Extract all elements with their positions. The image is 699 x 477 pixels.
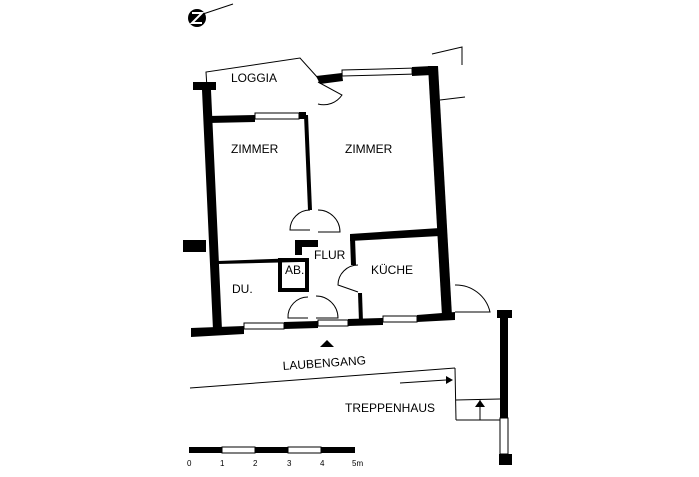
north-arrow-icon: [188, 3, 234, 27]
doors: [287, 81, 491, 319]
room-label-loggia: LOGGIA: [231, 71, 277, 85]
room-label-ab: AB.: [285, 263, 304, 277]
scale-tick: 2: [253, 459, 258, 468]
loggia-outline: [205, 46, 466, 101]
scale-tick: 0: [187, 459, 192, 468]
room-label-zimmer-right: ZIMMER: [345, 142, 393, 156]
laubengang-outline: [189, 367, 457, 421]
scale-tick: 4: [320, 459, 325, 468]
entrance-triangle-icon: [320, 340, 334, 347]
walls: [183, 66, 455, 337]
treppenhaus-outline: [455, 310, 512, 465]
label-laubengang: LAUBENGANG: [282, 353, 366, 373]
room-label-zimmer-left: ZIMMER: [231, 142, 279, 156]
scale-tick: 3: [287, 459, 292, 468]
scale-bar: 0 1 2 3 4 5m: [187, 446, 363, 468]
room-label-du: DU.: [232, 282, 253, 296]
room-label-flur: FLUR: [314, 248, 346, 262]
room-label-kueche: KÜCHE: [371, 263, 413, 277]
scale-tick: 1: [220, 459, 225, 468]
label-treppenhaus: TREPPENHAUS: [345, 401, 435, 415]
scale-tick: 5m: [352, 459, 363, 468]
